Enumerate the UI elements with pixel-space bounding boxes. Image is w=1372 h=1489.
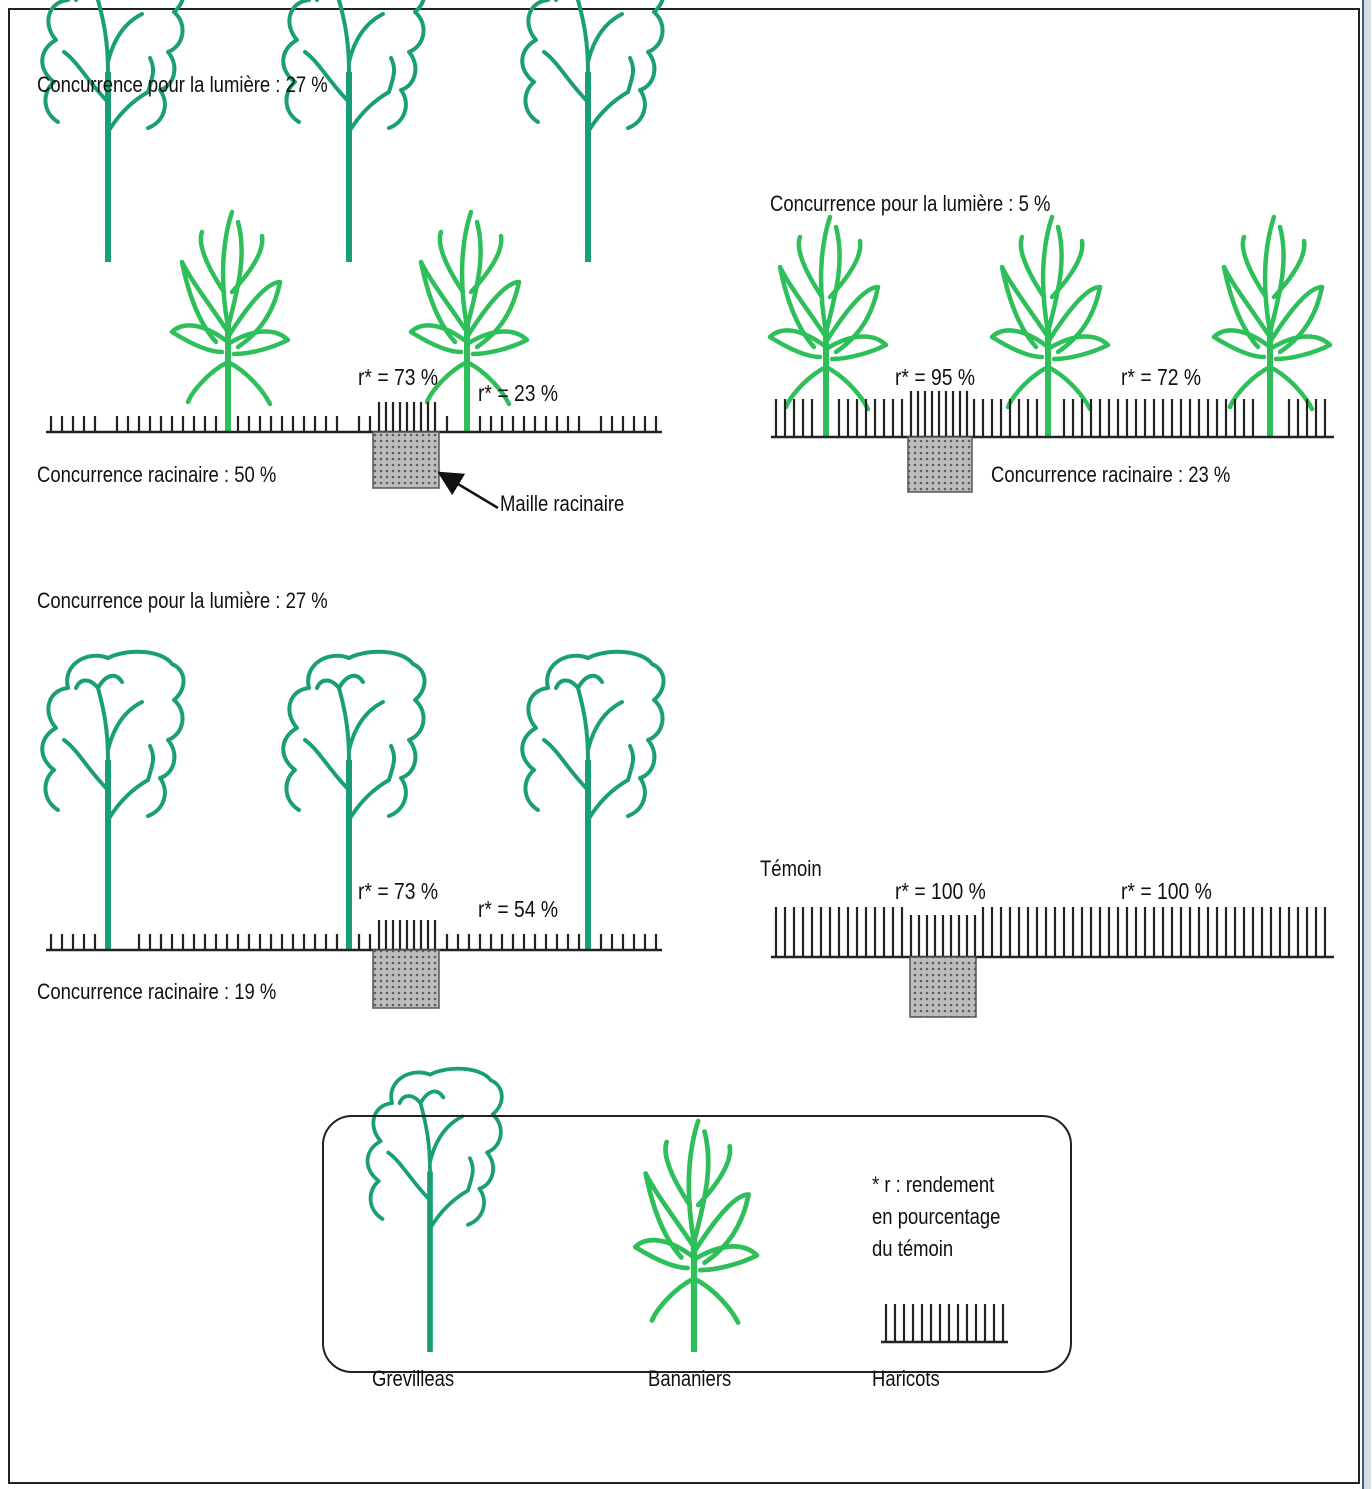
bean-row-tall <box>909 915 977 957</box>
panel3-light-competition: Concurrence pour la lumière : 27 % <box>37 588 328 613</box>
grevillea-tree <box>520 649 666 950</box>
panel2-yield-far: r* = 72 % <box>1121 364 1202 390</box>
banana-plant <box>767 214 889 437</box>
banana-plant <box>408 209 530 432</box>
panel1-light-competition: Concurrence pour la lumière : 27 % <box>37 72 328 97</box>
panel1-yield-near: r* = 73 % <box>358 364 439 390</box>
bean-row-tall <box>377 920 437 950</box>
control-yield-near: r* = 100 % <box>895 878 986 904</box>
bean-row-tall <box>377 402 437 432</box>
root-mesh <box>909 956 977 1018</box>
root-mesh <box>372 431 440 489</box>
grevillea-tree <box>40 0 185 262</box>
panel3-yield-near: r* = 73 % <box>358 878 439 904</box>
legend-grevillea-label: Grevilleas <box>372 1366 455 1391</box>
control-yield-far: r* = 100 % <box>1121 878 1212 904</box>
legend-banana-label: Bananiers <box>648 1366 732 1391</box>
bean-icon <box>881 1304 1008 1344</box>
panel3-root-competition: Concurrence racinaire : 19 % <box>37 979 277 1004</box>
banana-plant <box>989 214 1111 437</box>
banana-plant <box>169 209 291 432</box>
panel1-root-competition: Concurrence racinaire : 50 % <box>37 462 277 487</box>
legend-bean-label: Haricots <box>872 1366 940 1391</box>
panel2-light-competition: Concurrence pour la lumière : 5 % <box>770 191 1051 216</box>
bean-row <box>771 399 1334 439</box>
mesh-label: Maille racinaire <box>500 491 625 516</box>
right-margin-strip <box>1363 0 1371 1489</box>
legend-note-line1: * r : rendement <box>872 1172 995 1197</box>
legend-note-line2: en pourcentage <box>872 1204 1001 1229</box>
legend-icons <box>365 1066 1008 1352</box>
banana-plant <box>1211 214 1333 437</box>
control-title: Témoin <box>760 856 822 881</box>
mesh-arrow <box>437 471 499 510</box>
bean-row <box>46 416 662 434</box>
panel2-yield-near: r* = 95 % <box>895 364 976 390</box>
legend-box <box>322 1115 1072 1373</box>
grevillea-icon <box>365 1066 504 1352</box>
page-border <box>8 8 1360 1484</box>
right-margin-line <box>1362 0 1364 1489</box>
legend-note-line3: du témoin <box>872 1236 954 1261</box>
root-mesh <box>907 436 973 493</box>
grevillea-tree <box>281 649 427 950</box>
panel1-yield-far: r* = 23 % <box>478 380 559 406</box>
bean-row <box>46 934 662 952</box>
banana-icon <box>632 1118 760 1352</box>
panel-banana-only <box>767 214 1334 493</box>
panel-control <box>771 907 1334 1018</box>
root-mesh <box>372 949 440 1009</box>
panel2-root-competition: Concurrence racinaire : 23 % <box>991 462 1231 487</box>
panel-grevillea-banana <box>40 0 665 510</box>
grevillea-tree <box>520 0 665 262</box>
bean-row-tall <box>909 391 969 437</box>
panel3-yield-far: r* = 54 % <box>478 896 559 922</box>
grevillea-tree <box>281 0 426 262</box>
panel-grevillea-only <box>40 649 666 1009</box>
bean-row <box>771 907 1334 959</box>
grevillea-tree <box>40 649 186 950</box>
